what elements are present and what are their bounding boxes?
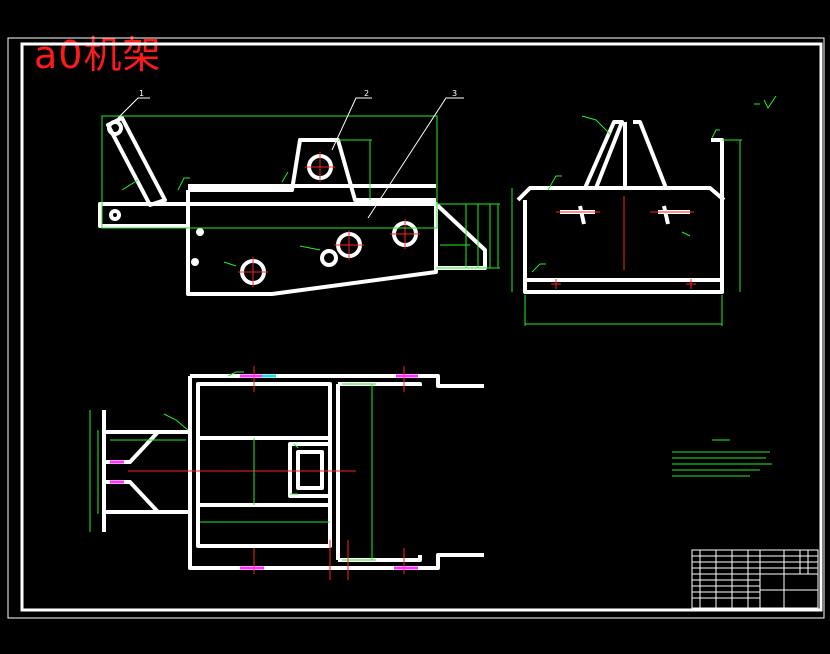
- drawing-title: a0机架: [34, 33, 162, 77]
- technical-notes: [672, 439, 772, 477]
- balloon-2: 2: [364, 89, 369, 98]
- side-dimensions: [511, 115, 742, 326]
- balloon-3: 3: [452, 89, 457, 98]
- top-weld-marks: [110, 374, 418, 570]
- top-dimensions: [89, 371, 376, 561]
- surface-finish-symbol: [754, 95, 777, 109]
- side-view: [516, 120, 726, 294]
- side-centerlines: [551, 196, 696, 289]
- front-view: [98, 116, 487, 296]
- front-centerlines: [238, 152, 420, 287]
- top-view: [102, 374, 484, 570]
- title-block: [691, 549, 819, 609]
- front-dimensions: [101, 115, 500, 269]
- balloon-1: 1: [139, 89, 144, 98]
- inner-frame: [20, 42, 823, 612]
- outer-frame: [7, 37, 825, 619]
- balloon-leaders: [117, 97, 464, 219]
